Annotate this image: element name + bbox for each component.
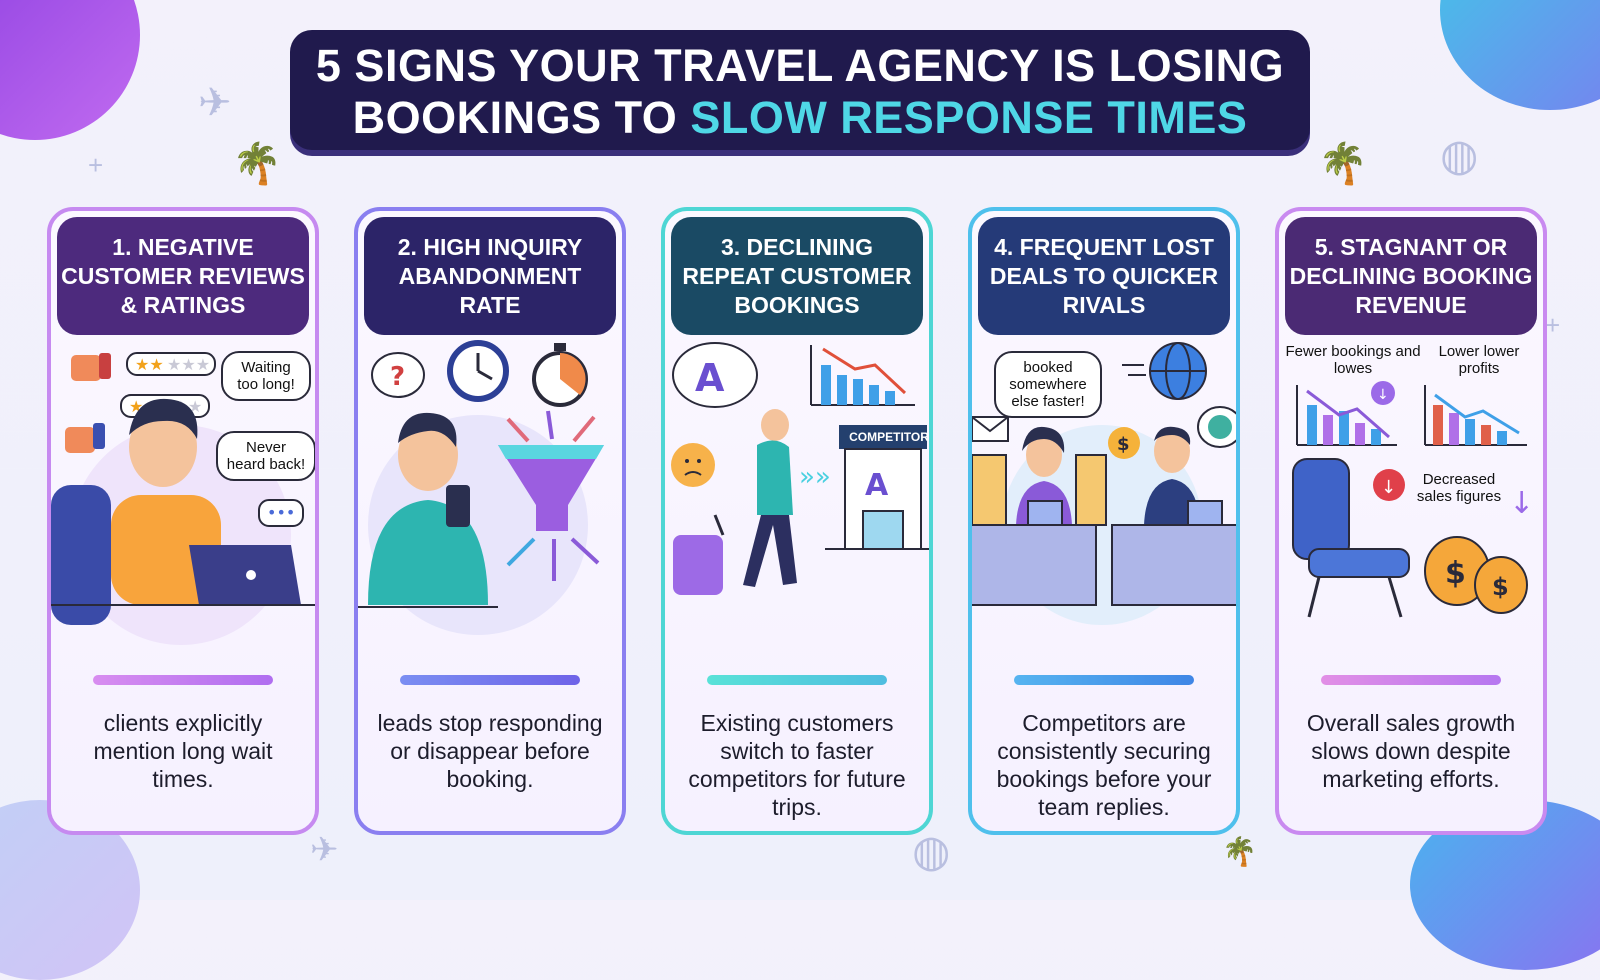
palm-tree-icon: 🌴 (1222, 836, 1257, 867)
card-heading: 3. DECLINING REPEAT CUSTOMER BOOKINGS (671, 217, 923, 335)
question-bubble-icon: ? (371, 352, 425, 398)
card-heading: 1. NEGATIVE CUSTOMER REVIEWS & RATINGS (57, 217, 309, 335)
sad-face-icon (671, 443, 715, 487)
chart-down-icon (1296, 385, 1397, 446)
card-description: leads stop responding or disappear befor… (377, 710, 603, 792)
arrow-down-badge-icon: ↓ (1371, 381, 1395, 405)
svg-text:↓: ↓ (1377, 387, 1389, 403)
svg-text:$: $ (1117, 434, 1130, 455)
svg-text:★★★: ★★★ (167, 355, 210, 374)
plus-icon: + (88, 150, 104, 180)
card-heading: 4. FREQUENT LOST DEALS TO QUICKER RIVALS (978, 217, 1230, 335)
title-line-2: BOOKINGS TO SLOW RESPONSE TIMES (290, 92, 1310, 144)
abandonment-illustration: ? (358, 340, 604, 635)
globe-icon (1149, 342, 1207, 400)
glow-divider (400, 675, 580, 685)
envelope-icon (972, 416, 1009, 442)
airplane-icon: ✈ (198, 81, 232, 125)
card-illustration: A A »» COMPETITOR (665, 335, 929, 675)
sign-card-1: 1. NEGATIVE CUSTOMER REVIEWS & RATINGS ★… (47, 207, 319, 835)
dollar-icon: $ (1108, 427, 1140, 459)
suitcase-icon (673, 514, 725, 595)
plus-icon: + (1545, 310, 1561, 340)
title-highlight: SLOW RESPONSE TIMES (690, 92, 1248, 143)
globe-icon: ◍ (1440, 131, 1479, 180)
label-decreased-sales: Decreased sales figures (1416, 471, 1502, 505)
arrow-down-badge-icon: ↓ (1373, 469, 1405, 501)
palm-tree-icon: 🌴 (232, 142, 282, 186)
thumbs-down-icon (65, 423, 105, 453)
decor-blob-top-right (1440, 0, 1600, 110)
switching-customer-illustration: A A »» (671, 342, 929, 595)
glow-divider (93, 675, 273, 685)
glow-divider (1321, 675, 1501, 685)
card-heading: 5. STAGNANT OR DECLINING BOOKING REVENUE (1285, 217, 1537, 335)
frustrated-customer-illustration: ★★★★★ ★★★★★ ••• (51, 352, 315, 645)
card-illustration: ★★★★★ ★★★★★ ••• Waiting too long! Never … (51, 335, 315, 675)
card-illustration: ↓ ↓ ↓ $ $ Fewer bookings and lowes Lower… (1279, 335, 1543, 675)
airplane-icon: ✈ (310, 831, 339, 869)
svg-text:?: ? (390, 362, 405, 392)
chart-label-fewer-bookings: Fewer bookings and lowes (1285, 343, 1421, 377)
page-title: 5 SIGNS YOUR TRAVEL AGENCY IS LOSING BOO… (290, 30, 1310, 150)
competitor-sign: COMPETITOR (849, 430, 929, 444)
card-illustration: ? (358, 335, 622, 675)
clock-icon (447, 340, 509, 402)
sign-card-4: 4. FREQUENT LOST DEALS TO QUICKER RIVALS… (968, 207, 1240, 835)
speech-bubble-booked-elsewhere: booked somewhere else faster! (994, 351, 1102, 418)
card-illustration: $ booked somewhere else faster! (972, 335, 1236, 675)
thumbs-down-icon (71, 353, 111, 381)
palm-tree-icon: 🌴 (1318, 142, 1368, 186)
declining-revenue-illustration: ↓ ↓ ↓ $ $ (1292, 381, 1534, 618)
airplane-seat-icon (1292, 458, 1410, 618)
money-bag-icon: $ (1424, 536, 1490, 606)
title-line-1: 5 SIGNS YOUR TRAVEL AGENCY IS LOSING (315, 40, 1285, 91)
speech-bubble-never-heard: Never heard back! (216, 431, 315, 481)
card-description: Existing customers switch to faster comp… (688, 710, 906, 820)
globe-icon: ◍ (912, 827, 951, 876)
decor-blob-top-left (0, 0, 140, 140)
chart-label-lower-profits: Lower lower profits (1438, 343, 1520, 377)
stopwatch-icon (532, 343, 588, 407)
chart-down-icon (810, 345, 915, 406)
svg-text:↓: ↓ (1509, 486, 1534, 521)
svg-text:↓: ↓ (1381, 477, 1396, 498)
title-line-2-prefix: BOOKINGS TO (352, 92, 691, 143)
glow-divider (1014, 675, 1194, 685)
card-description: Overall sales growth slows down despite … (1306, 710, 1516, 792)
card-description: Competitors are consistently securing bo… (996, 710, 1212, 820)
money-bag-icon: $ (1474, 556, 1528, 614)
svg-text:$: $ (1445, 556, 1466, 591)
speech-bubble-waiting: Waiting too long! (221, 351, 311, 401)
svg-text:$: $ (1492, 573, 1509, 601)
funnel-icon (498, 445, 604, 531)
svg-text:•••: ••• (267, 503, 295, 522)
sign-card-3: 3. DECLINING REPEAT CUSTOMER BOOKINGS A … (661, 207, 933, 835)
card-description: clients explicitly mention long wait tim… (93, 710, 273, 792)
svg-text:»»: »» (799, 462, 831, 492)
svg-text:A: A (695, 356, 725, 400)
lost-deals-illustration: $ (972, 342, 1236, 625)
svg-text:A: A (865, 468, 889, 503)
chart-down-icon (1424, 385, 1527, 446)
glow-divider (707, 675, 887, 685)
sign-card-5: 5. STAGNANT OR DECLINING BOOKING REVENUE… (1275, 207, 1547, 835)
sign-card-2: 2. HIGH INQUIRY ABANDONMENT RATE ? leads… (354, 207, 626, 835)
svg-text:★★: ★★ (135, 355, 164, 374)
card-heading: 2. HIGH INQUIRY ABANDONMENT RATE (364, 217, 616, 335)
